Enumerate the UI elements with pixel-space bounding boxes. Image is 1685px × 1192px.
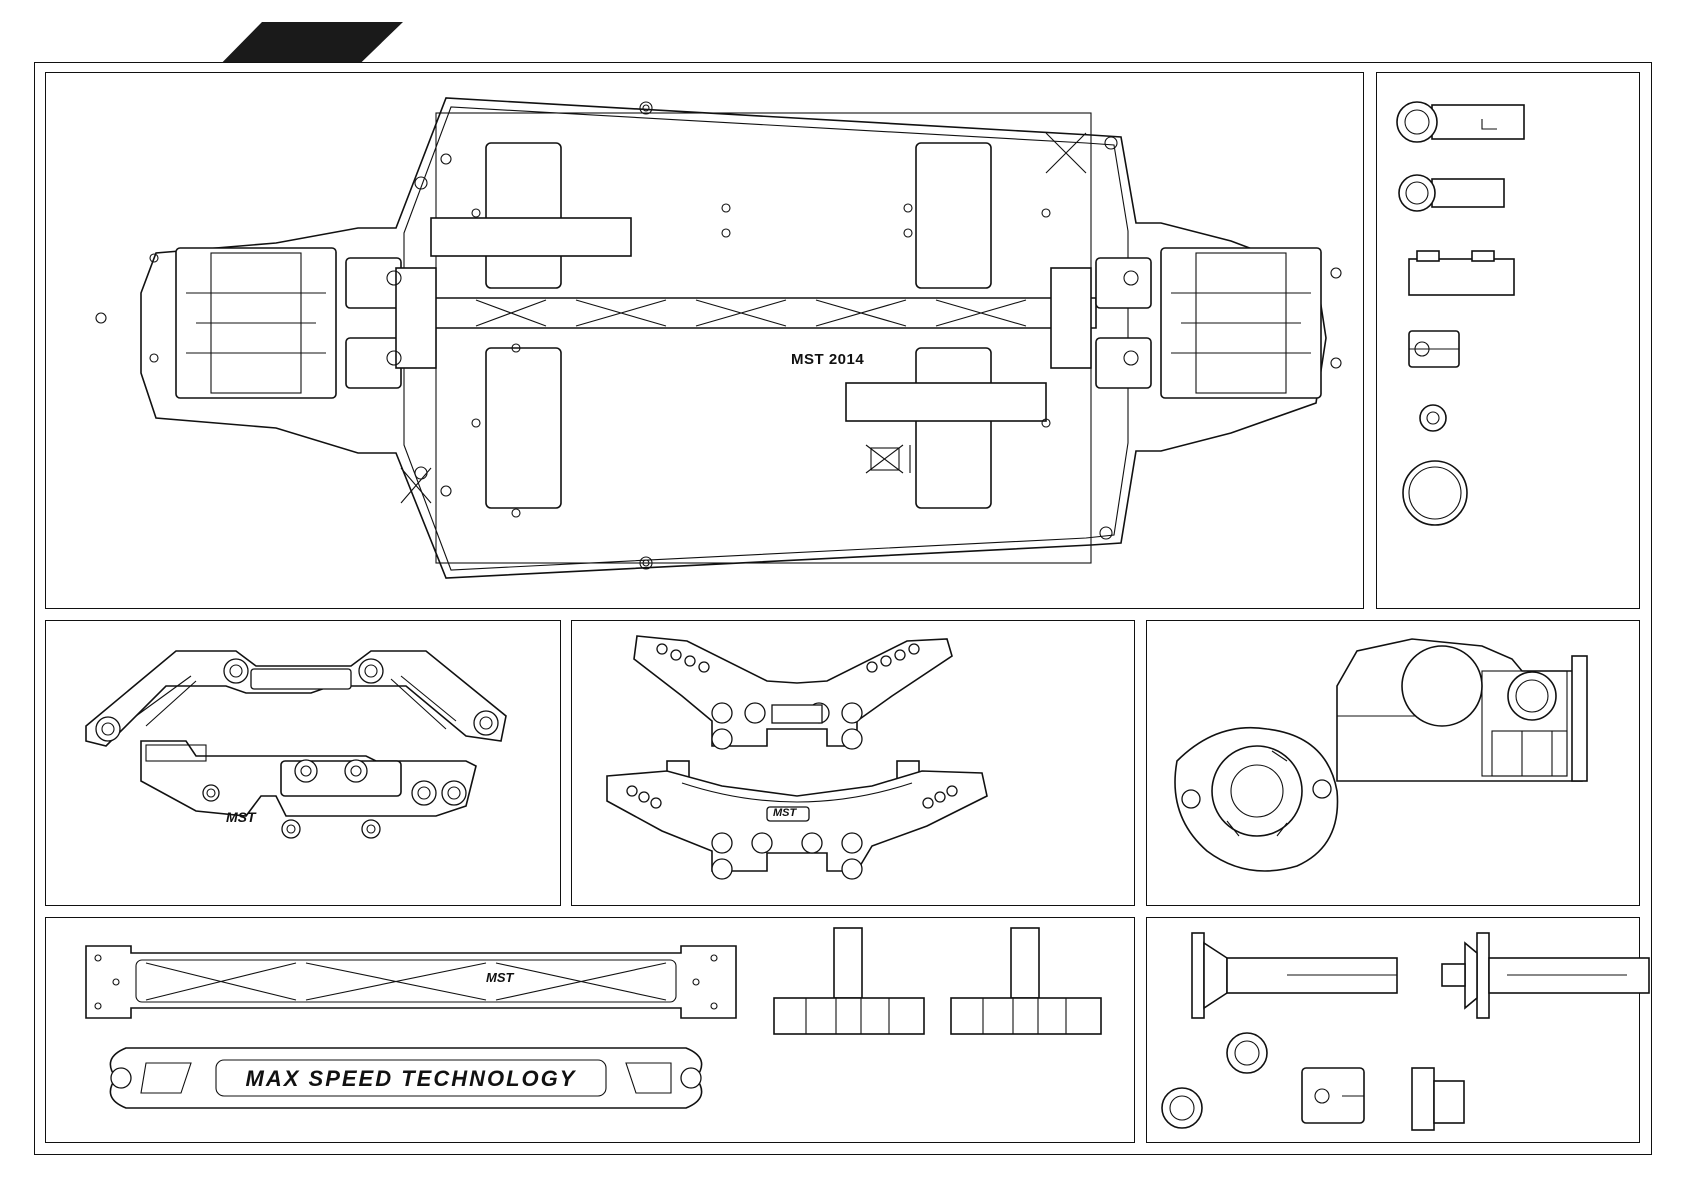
- shafts-drawing: [1147, 918, 1641, 1144]
- small-parts-drawing: [1377, 73, 1641, 610]
- chassis-drawing: [46, 73, 1365, 610]
- upper-deck-text: max speed technology: [226, 1066, 596, 1092]
- panel-shock-towers: MST: [571, 620, 1135, 906]
- panel-main-chassis: MST 2014: [45, 72, 1364, 609]
- shock-towers-drawing: [572, 621, 1136, 907]
- bumper-logo: MST: [226, 809, 256, 825]
- upper-deck-drawing: [46, 918, 1136, 1144]
- shock-tower-logo: MST: [773, 807, 796, 819]
- panel-shafts: [1146, 917, 1640, 1143]
- panel-upper-deck: MST max speed technology: [45, 917, 1135, 1143]
- panel-bumper: MST: [45, 620, 561, 906]
- chassis-marking: MST 2014: [791, 351, 864, 368]
- panel-motor-mount: [1146, 620, 1640, 906]
- bumper-drawing: [46, 621, 562, 907]
- motor-mount-drawing: [1147, 621, 1641, 907]
- brace-logo: MST: [486, 970, 513, 985]
- panel-small-parts: [1376, 72, 1640, 609]
